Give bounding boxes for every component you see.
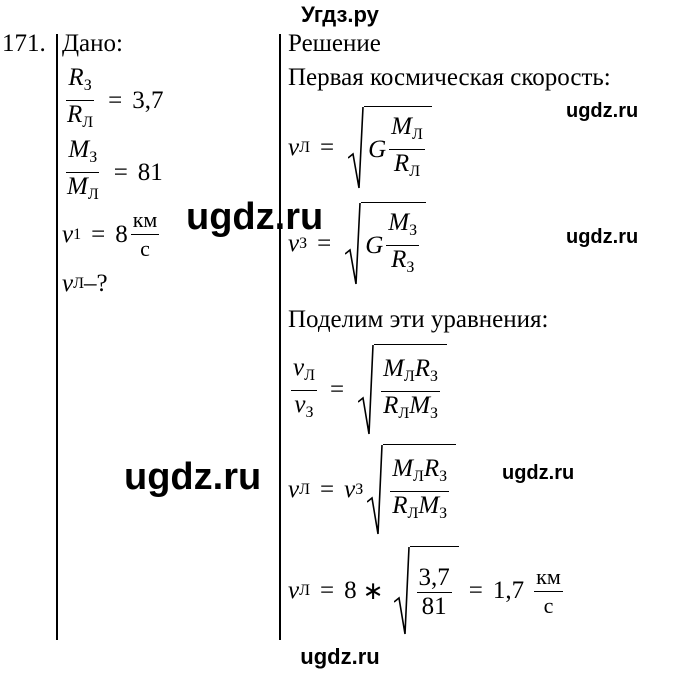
- v1-unit-num: км: [130, 206, 160, 235]
- mass-ratio-value: 81: [137, 158, 163, 186]
- find-mark: –?: [83, 270, 108, 297]
- radius-ratio-value: 3,7: [132, 86, 164, 114]
- final-result: 1,7: [492, 577, 525, 604]
- final-unit-den: с: [543, 592, 554, 618]
- watermark: ugdz.ru: [566, 226, 639, 248]
- solution-line2: Поделим эти уравнения:: [288, 306, 549, 333]
- watermark: ugdz.ru: [502, 462, 575, 484]
- v1-value: 8: [115, 220, 128, 248]
- solution-title: Решение: [288, 30, 381, 57]
- site-footer: ugdz.ru: [300, 644, 380, 669]
- final-num: 3,7: [416, 564, 452, 593]
- watermark: ugdz.ru: [566, 100, 639, 122]
- site-header: Угдз.ру: [301, 2, 379, 27]
- solution-line1: Первая космическая скорость:: [288, 64, 611, 91]
- solution-divider: [279, 34, 281, 640]
- v1-unit-den: с: [140, 236, 150, 261]
- final-den: 81: [421, 593, 447, 620]
- final-coef: 8: [344, 577, 357, 604]
- given-divider: [56, 34, 58, 640]
- watermark: ugdz.ru: [124, 456, 262, 498]
- watermark: ugdz.ru: [186, 196, 324, 238]
- problem-number: 171.: [2, 30, 46, 57]
- final-unit-num: км: [534, 563, 563, 592]
- given-title: Дано:: [62, 30, 123, 57]
